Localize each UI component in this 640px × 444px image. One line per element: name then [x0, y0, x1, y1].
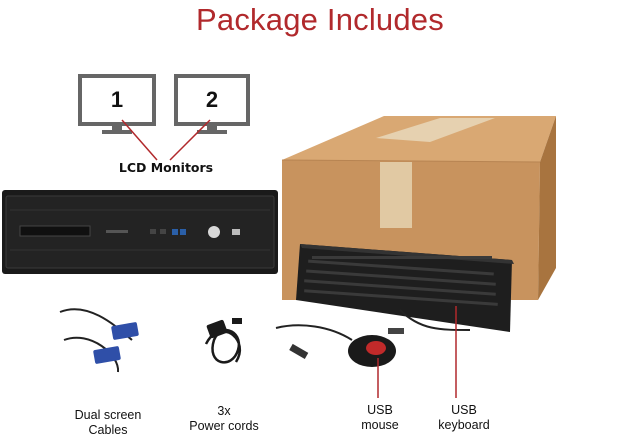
- vga-cable-icon: [59, 308, 139, 373]
- item-pointer-lines: [377, 306, 457, 398]
- monitor-number-2: 2: [206, 87, 218, 112]
- page-title: Package Includes: [196, 2, 444, 37]
- keyboard-icon: [296, 244, 514, 334]
- mouse-icon: [275, 324, 396, 367]
- monitor-icon: 2: [174, 74, 250, 134]
- mouse-caption: USB mouse: [361, 403, 399, 432]
- power-cords-caption: 3x Power cords: [189, 404, 259, 433]
- monitor-number-1: 1: [111, 87, 123, 112]
- lcd-monitors-label: LCD Monitors: [118, 160, 214, 175]
- desktop-pc-icon: [2, 190, 278, 274]
- keyboard-caption: USB keyboard: [438, 403, 490, 432]
- monitor-icon: 1: [78, 74, 156, 134]
- cables-caption: Dual screen Cables: [74, 408, 142, 437]
- monitor-pointer-lines: [121, 119, 211, 161]
- power-cord-icon: [204, 318, 242, 364]
